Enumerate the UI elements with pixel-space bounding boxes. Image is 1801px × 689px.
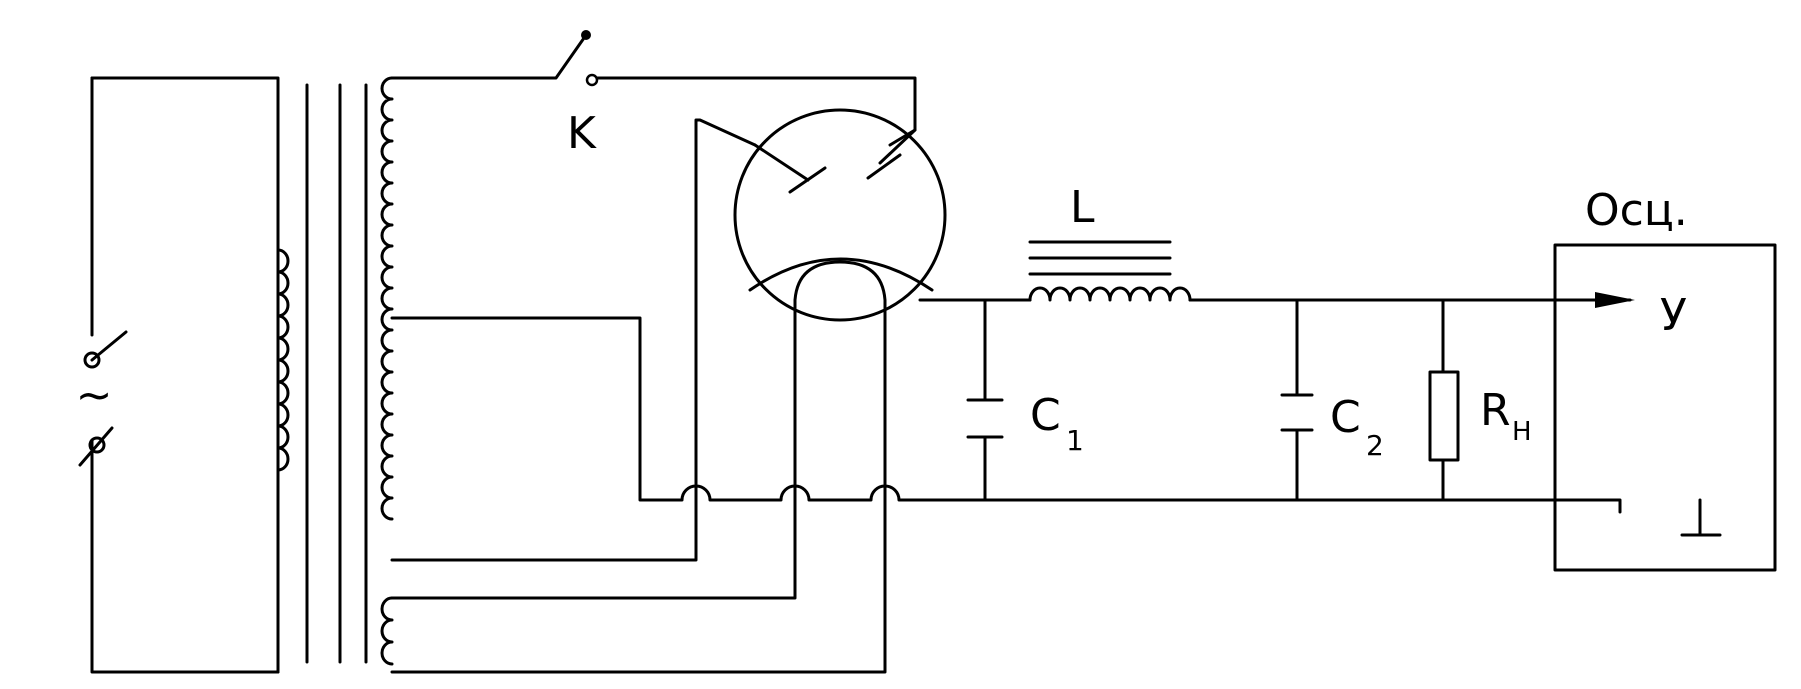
terminal-bottom xyxy=(88,436,106,454)
oscilloscope-box xyxy=(1553,243,1777,572)
c2-subscript: 2 xyxy=(1366,429,1384,462)
output-filter: C 1 L C 2 R H xyxy=(918,182,1635,502)
anode-1-plate xyxy=(788,166,827,194)
input-arrow-icon xyxy=(1595,292,1635,308)
cathode-arc xyxy=(748,257,934,292)
load-resistor xyxy=(1428,370,1460,462)
inductor-label: L xyxy=(1070,182,1095,233)
tube-envelope xyxy=(733,108,947,322)
load-subscript: H xyxy=(1512,417,1532,447)
secondary-winding-filament xyxy=(380,596,394,666)
source-switch-lever xyxy=(90,330,128,362)
c1-subscript: 1 xyxy=(1066,424,1084,457)
switch-k: K xyxy=(390,30,917,159)
anode-1-wire xyxy=(390,118,757,562)
primary-winding xyxy=(276,248,290,472)
load-label: R xyxy=(1480,385,1511,436)
source-label: ~ xyxy=(76,370,113,421)
filament-wire-b xyxy=(390,308,887,674)
c2-label: C xyxy=(1330,392,1361,443)
anode-2-plate xyxy=(866,153,902,180)
transformer xyxy=(276,76,394,666)
rectifier-tube xyxy=(390,108,947,674)
c1-label: C xyxy=(1030,390,1061,441)
oscilloscope-label: Осц. xyxy=(1585,185,1688,236)
oscilloscope: Осц. У xyxy=(1553,185,1777,572)
switch-k-contact xyxy=(585,73,599,87)
terminal-top xyxy=(83,351,101,369)
switch-k-label: K xyxy=(567,108,597,159)
oscilloscope-y-input-label: У xyxy=(1660,290,1687,341)
switch-k-pivot xyxy=(581,30,591,40)
secondary-winding-high xyxy=(380,76,394,521)
inductor-coil xyxy=(1028,286,1192,302)
cathode-filament xyxy=(793,260,887,312)
anode-2-lead xyxy=(878,128,917,165)
filament-wire-a xyxy=(390,308,797,600)
center-tap-wire xyxy=(390,316,1622,514)
ac-source: ~ xyxy=(76,76,280,674)
anode-1-lead xyxy=(753,143,810,182)
